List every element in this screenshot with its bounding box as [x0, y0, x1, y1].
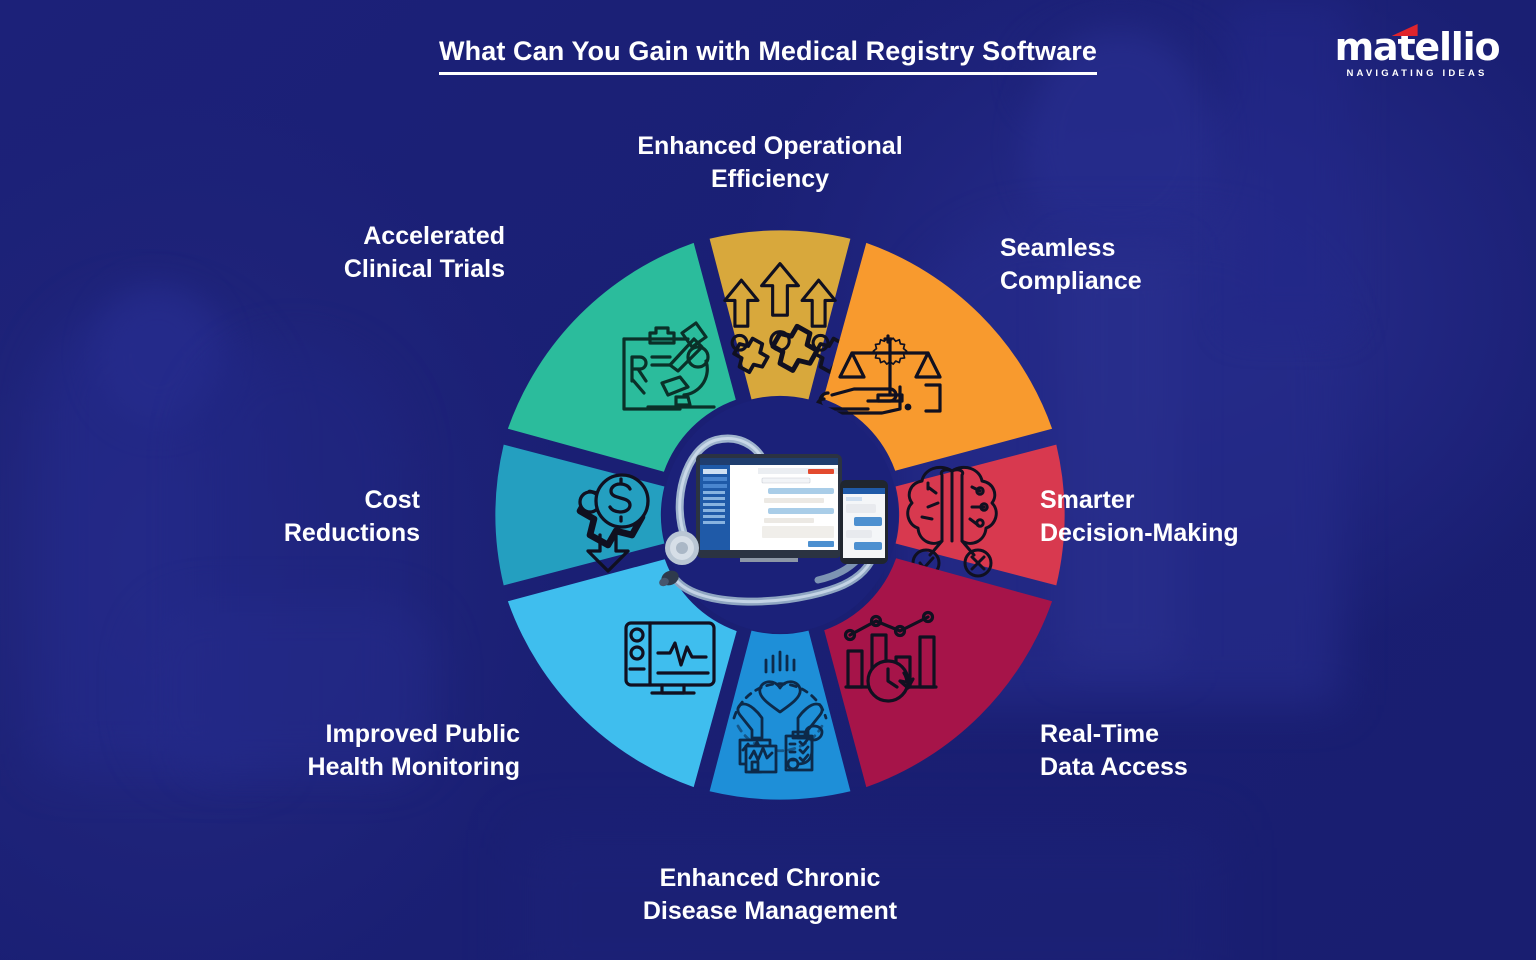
label-seamless-compliance: Seamless Compliance [1000, 234, 1142, 296]
benefits-wheel-svg [495, 230, 1065, 800]
wheel-segment-trials[interactable] [507, 242, 736, 472]
tablet-device [696, 454, 842, 562]
hands-heart-care-icon [732, 650, 828, 774]
background-doctor-right-head [1025, 30, 1215, 245]
label-smarter-decision-making: Smarter Decision-Making [1040, 486, 1239, 548]
wheel-segment-cost[interactable] [495, 444, 665, 586]
benefits-wheel [470, 205, 1090, 825]
background-bottom-shadow [520, 830, 1220, 960]
page-title: What Can You Gain with Medical Registry … [0, 36, 1536, 75]
background-doctor-right-coat [1060, 250, 1180, 670]
label-enhanced-chronic-disease-management: Enhanced Chronic Disease Management [642, 864, 898, 926]
wheel-segment-public-health[interactable] [507, 559, 737, 788]
rx-clipboard-microscope-icon [622, 321, 716, 411]
brain-check-cross-icon [906, 465, 998, 578]
page-title-text: What Can You Gain with Medical Registry … [439, 36, 1097, 75]
logo-wordmark: matellio [1335, 24, 1501, 66]
smartphone-device [840, 480, 888, 564]
wheel-segment-efficiency[interactable] [709, 230, 851, 400]
vital-signs-monitor-icon [624, 621, 716, 695]
gear-dollar-down-arrow-icon [576, 473, 650, 573]
label-enhanced-operational-efficiency: Enhanced Operational Efficiency [637, 132, 903, 194]
label-accelerated-clinical-trials: Accelerated Clinical Trials [343, 222, 505, 284]
wheel-segment-chronic[interactable] [709, 630, 851, 800]
gears-up-arrows-icon [723, 262, 851, 375]
label-cost-reductions: Cost Reductions [283, 486, 420, 548]
label-real-time-data-access: Real-Time Data Access [1040, 720, 1188, 782]
bar-chart-clock-icon [843, 610, 938, 703]
matellio-logo: matellio NAVIGATING IDEAS [1332, 24, 1502, 79]
background-figure-left-head [95, 285, 220, 425]
devices-stethoscope-svg [659, 434, 888, 606]
center-device-image [640, 430, 920, 610]
logo-tagline: NAVIGATING IDEAS [1346, 68, 1488, 79]
wheel-segment-decision[interactable] [895, 444, 1065, 586]
stethoscope-chestpiece-icon [659, 531, 699, 587]
background-figure-left-arm [140, 600, 440, 780]
background-right-panel [1230, 0, 1350, 330]
wheel-segment-realtime[interactable] [824, 558, 1053, 788]
label-improved-public-health-monitoring: Improved Public Health Monitoring [307, 720, 520, 782]
